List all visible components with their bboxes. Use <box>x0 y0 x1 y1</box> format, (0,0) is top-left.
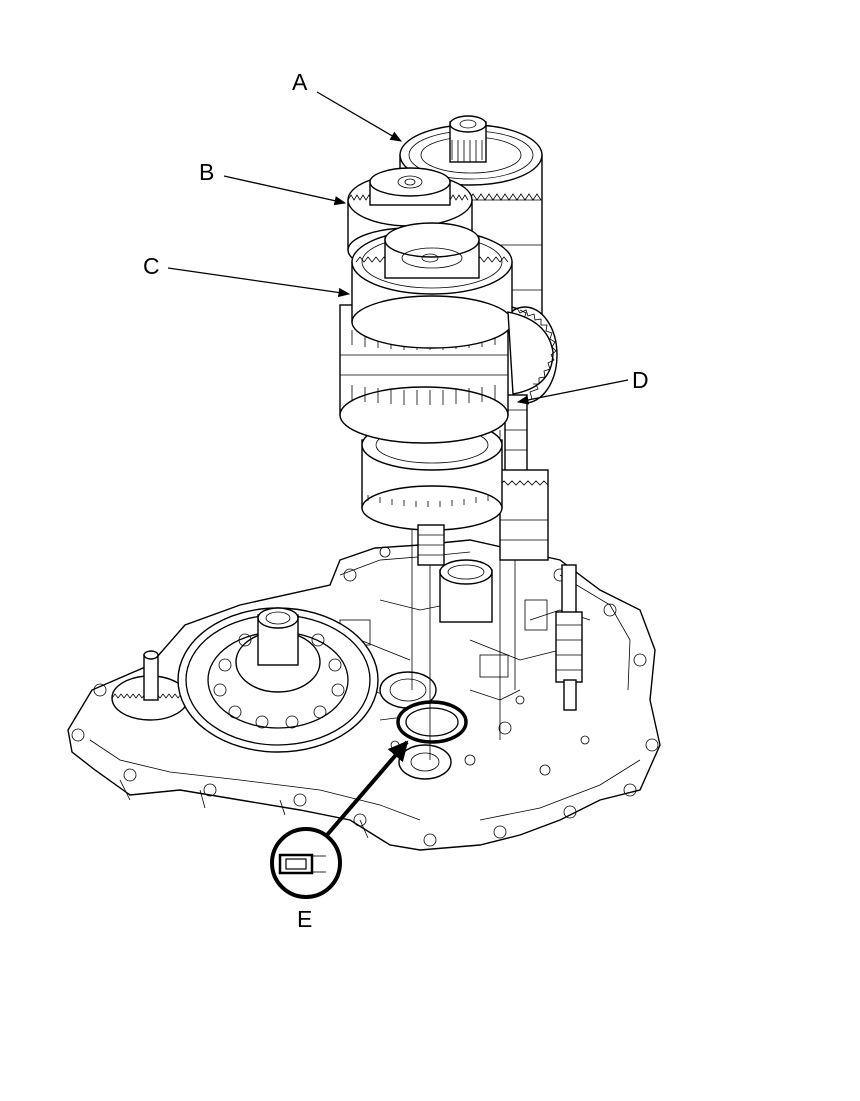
callout-b: B <box>199 159 347 206</box>
callout-d-label: D <box>632 367 649 393</box>
idler-shaft <box>111 650 189 721</box>
callout-b-label: B <box>199 159 214 185</box>
callout-a-label: A <box>292 69 308 95</box>
callout-e-label: E <box>297 906 312 932</box>
shaft-assembly-c <box>339 222 513 566</box>
callout-a: A <box>292 69 403 142</box>
bearing-bores <box>379 559 583 780</box>
differential-ring-gear <box>177 607 379 753</box>
callout-c-label: C <box>143 253 160 279</box>
intermediate-gear <box>507 307 557 395</box>
seal-cross-section-icon <box>278 853 314 875</box>
callout-e: E <box>270 740 409 932</box>
callout-d: D <box>516 367 649 405</box>
callout-c: C <box>143 253 351 298</box>
